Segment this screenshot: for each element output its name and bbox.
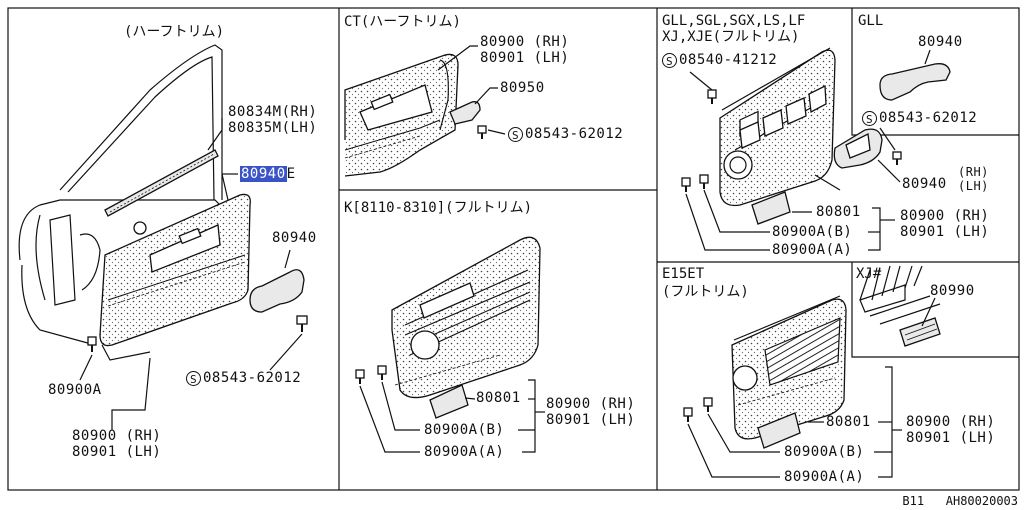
label-g-80801: 80801	[816, 204, 861, 220]
label-80901-lh: 80901 (LH)	[72, 444, 162, 460]
e15et-door-drawing	[683, 295, 902, 478]
label-80940e-suffix: E	[286, 166, 296, 182]
xj-vent-drawing	[859, 265, 941, 347]
label-e-80900ab: 80900A(B)	[784, 444, 865, 460]
gll-armrest-drawing	[833, 49, 951, 183]
left-screw	[296, 315, 308, 332]
label-g-80900ab: 80900A(B)	[772, 224, 853, 240]
label-e-80801: 80801	[826, 414, 871, 430]
left-clip	[87, 336, 97, 352]
label-e-80900aa: 80900A(A)	[784, 469, 865, 485]
gll-group-title-line2: XJ,XJE(フルトリム)	[662, 29, 800, 45]
label-ct-80950: 80950	[500, 80, 545, 96]
gll-panel-title: GLL	[858, 13, 884, 29]
gll-group-door-drawing	[681, 47, 895, 251]
label-ct-80900: 80900 (RH)	[480, 34, 570, 50]
ct-panel-title: CT(ハーフトリム)	[344, 14, 461, 30]
label-ct-80901: 80901 (LH)	[480, 50, 570, 66]
k-door-drawing	[355, 236, 545, 453]
left-screw-number: 08543-62012	[203, 370, 302, 386]
label-80940: 80940	[272, 230, 317, 246]
s-circle-icon: S	[186, 371, 201, 386]
gll-screw-number: 08543-62012	[879, 110, 978, 126]
left-panel-title: (ハーフトリム)	[124, 24, 225, 40]
label-e-80901: 80901 (LH)	[906, 430, 996, 446]
label-80900-rh: 80900 (RH)	[72, 428, 162, 444]
label-k-80900: 80900 (RH)	[546, 396, 636, 412]
label-xj-80990: 80990	[930, 283, 975, 299]
label-e-80900: 80900 (RH)	[906, 414, 996, 430]
k-panel-title: K[8110-8310](フルトリム)	[344, 200, 533, 216]
ct-door-drawing	[344, 45, 506, 177]
label-k-80901: 80901 (LH)	[546, 412, 636, 428]
label-k-80900aa: 80900A(A)	[424, 444, 505, 460]
xj-panel-title: XJ#	[856, 266, 882, 282]
e15et-title-line2: (フルトリム)	[662, 284, 749, 300]
label-g-80901: 80901 (LH)	[900, 224, 990, 240]
label-k-80900ab: 80900A(B)	[424, 422, 505, 438]
label-gll-lh: (LH)	[958, 179, 989, 193]
label-80940e-highlight: 80940	[240, 166, 287, 182]
label-gll-80940-rhlh: 80940	[902, 176, 947, 192]
gll-group-title-line1: GLL,SGL,SGX,LS,LF	[662, 13, 806, 29]
s-circle-icon: S	[862, 111, 877, 126]
label-g-80900aa: 80900A(A)	[772, 242, 853, 258]
s-circle-icon: S	[508, 127, 523, 142]
label-80834m: 80834M(RH)	[228, 104, 318, 120]
label-g-80900: 80900 (RH)	[900, 208, 990, 224]
left-door-drawing	[18, 44, 308, 430]
ct-screw-number: 08543-62012	[525, 126, 624, 142]
panel-borders	[7, 7, 1020, 491]
label-k-80801: 80801	[476, 390, 521, 406]
drawing-code: B11 AH80020003	[902, 494, 1018, 508]
s-circle-icon: S	[662, 53, 677, 68]
g-screw1-number: 08540-41212	[679, 52, 778, 68]
label-80940e: 80940E	[240, 166, 296, 182]
label-gll-80940: 80940	[918, 34, 963, 50]
label-gll-rh: (RH)	[958, 165, 989, 179]
label-80900a: 80900A	[48, 382, 102, 398]
label-80835m: 80835M(LH)	[228, 120, 318, 136]
e15et-title-line1: E15ET	[662, 266, 705, 282]
